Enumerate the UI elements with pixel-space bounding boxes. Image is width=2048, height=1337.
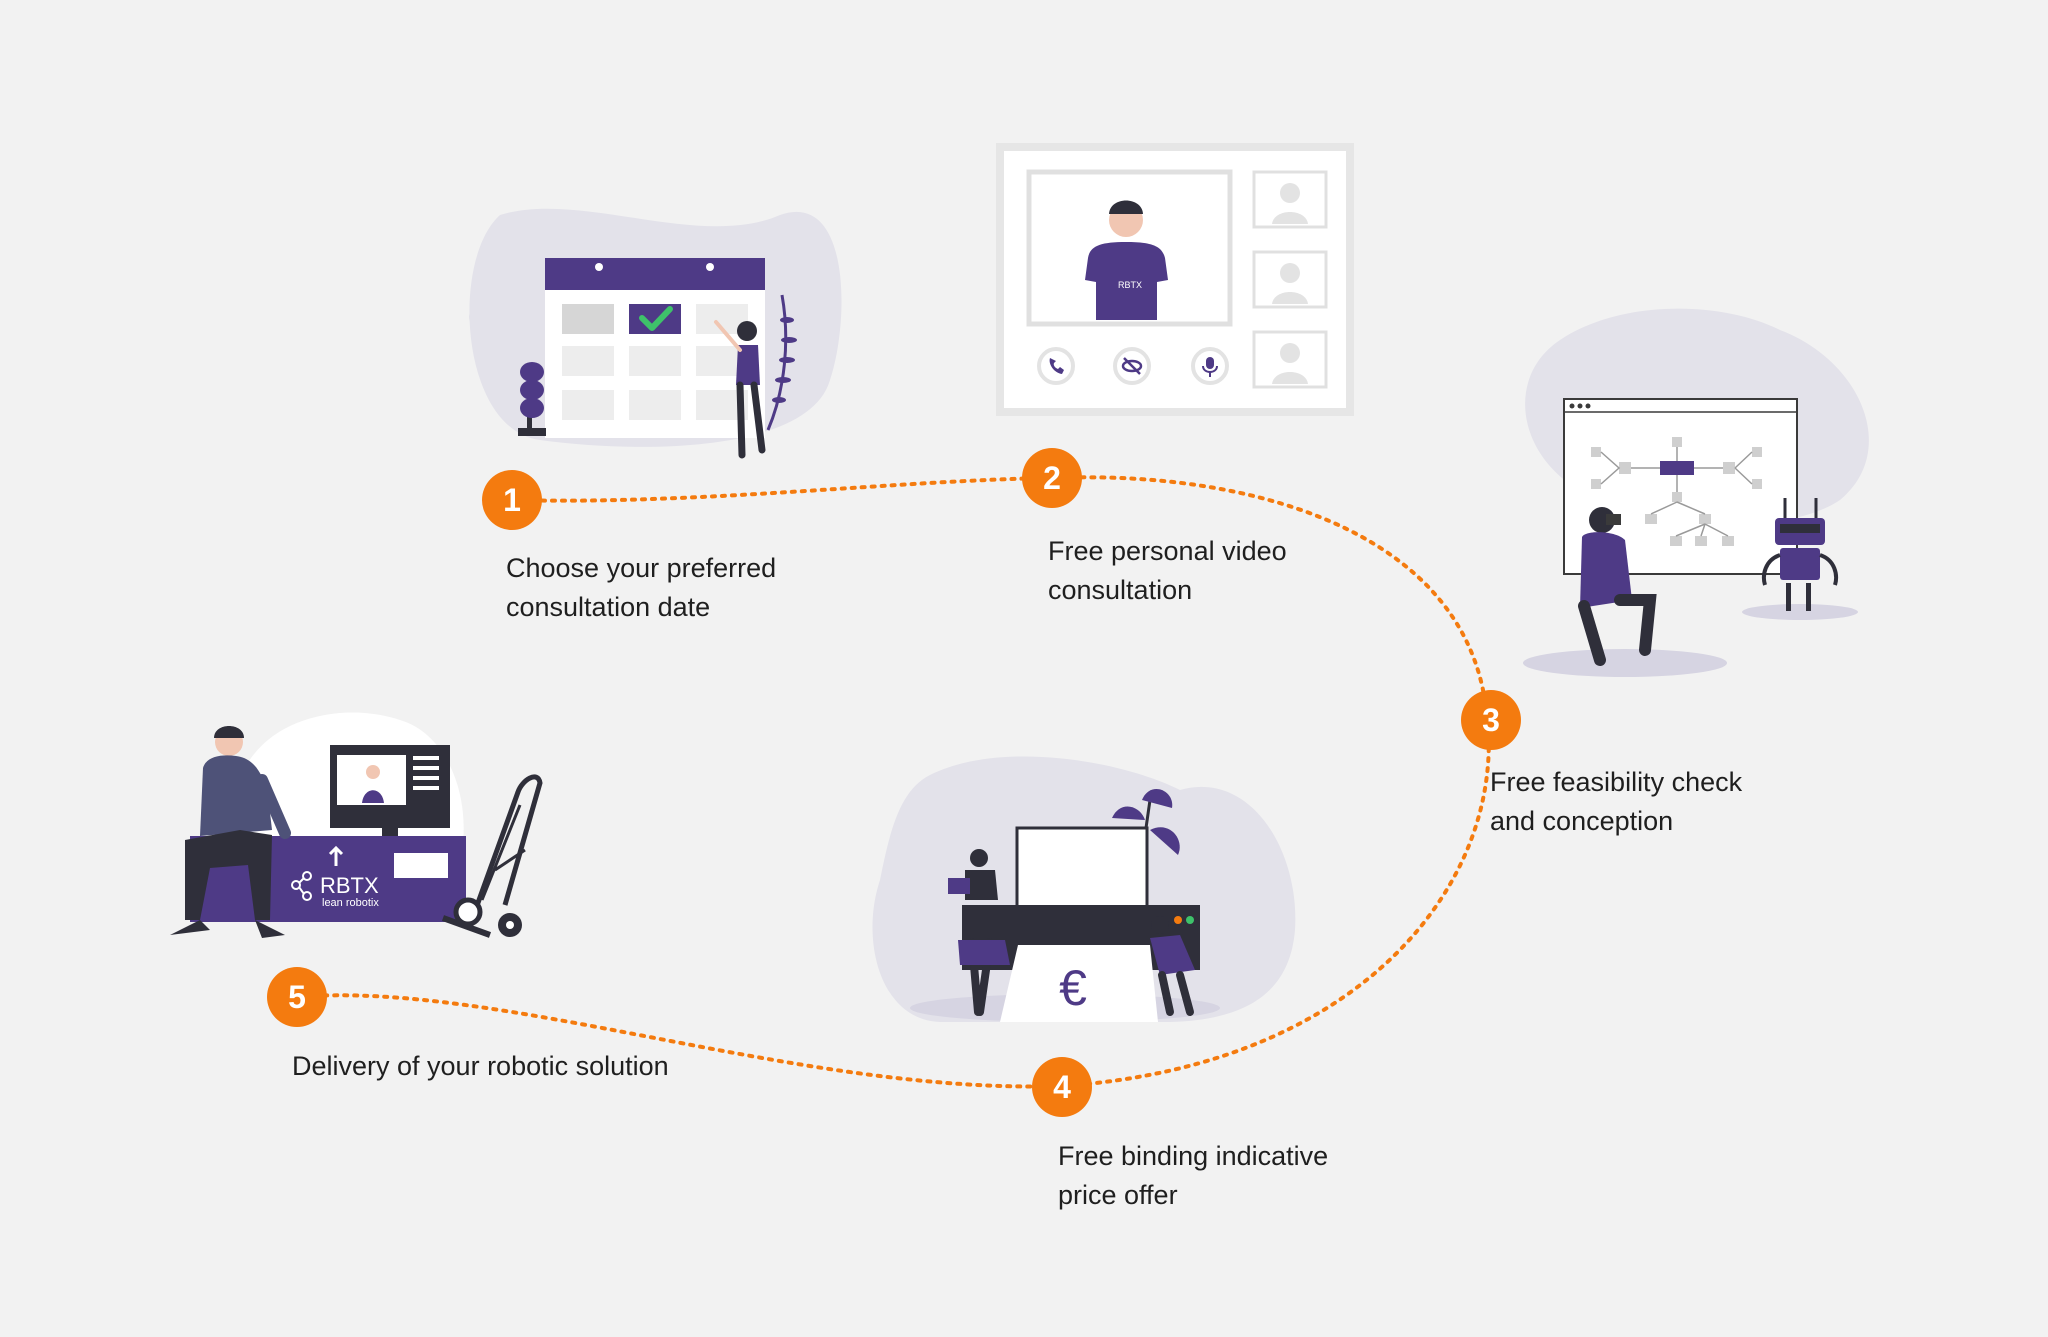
step-badge-3: 3 <box>1461 690 1521 750</box>
microphone-icon <box>1191 347 1229 385</box>
step-number-3: 3 <box>1482 702 1500 738</box>
step-label-2-line-2: consultation <box>1048 575 1193 605</box>
checkmark-icon <box>639 306 673 331</box>
participant-tile-2 <box>1252 250 1328 309</box>
step-label-4-line-2: price offer <box>1058 1180 1178 1210</box>
hand-truck-icon <box>441 774 543 938</box>
participant-tile-1 <box>1252 170 1328 229</box>
shirt-logo-text: RBTX <box>1118 280 1142 290</box>
step-label-4: Free binding indicative price offer <box>1058 1137 1328 1215</box>
step-badge-2: 2 <box>1022 448 1082 508</box>
step-label-3-line-1: Free feasibility check <box>1490 767 1743 797</box>
step-label-5-line-1: Delivery of your robotic solution <box>292 1051 669 1081</box>
sitting-person-figure <box>948 849 1010 1016</box>
plant-icon <box>518 362 546 436</box>
eye-off-icon <box>1113 347 1151 385</box>
calendar-icon <box>545 258 765 438</box>
delivery-illustration: RBTX lean robotix <box>170 712 543 938</box>
step-label-2: Free personal video consultation <box>1048 532 1287 610</box>
kneeling-photographer-figure <box>1578 507 1657 666</box>
seated-man-figure <box>170 726 291 938</box>
fern-icon <box>766 294 797 431</box>
plant-icon <box>1112 788 1180 855</box>
step-badge-5: 5 <box>267 967 327 1027</box>
step-label-1: Choose your preferred consultation date <box>506 549 776 627</box>
woman-pointing-figure <box>714 320 766 459</box>
euro-symbol: € <box>1059 960 1087 1016</box>
monitor-icon <box>330 745 450 836</box>
price-offer-illustration: € <box>872 756 1296 1022</box>
brand-tagline-text: lean robotix <box>322 897 379 909</box>
calendar-illustration <box>469 208 842 459</box>
process-connector-path <box>295 475 1491 1089</box>
step-label-4-line-1: Free binding indicative <box>1058 1141 1329 1171</box>
step-number-4: 4 <box>1053 1069 1071 1105</box>
step-label-2-line-1: Free personal video <box>1048 536 1287 566</box>
step-label-3: Free feasibility check and conception <box>1490 763 1742 841</box>
flowchart-icon <box>1591 437 1762 546</box>
step-number-1: 1 <box>503 482 521 518</box>
step-label-1-line-1: Choose your preferred <box>506 553 777 583</box>
presenter-figure: RBTX <box>1085 200 1168 320</box>
step-number-2: 2 <box>1043 460 1061 496</box>
phone-icon <box>1037 347 1075 385</box>
step-label-5: Delivery of your robotic solution <box>292 1047 669 1086</box>
participant-tile-3 <box>1252 330 1328 389</box>
brand-logo-text: RBTX <box>320 873 379 898</box>
feasibility-illustration <box>1523 308 1869 677</box>
robot-icon <box>1761 498 1839 611</box>
crouching-person-figure <box>1150 916 1195 1016</box>
step-number-5: 5 <box>288 979 306 1015</box>
step-badge-4: 4 <box>1032 1057 1092 1117</box>
step-label-3-line-2: and conception <box>1490 806 1674 836</box>
step-label-1-line-2: consultation date <box>506 592 711 622</box>
video-call-illustration: RBTX <box>996 143 1354 416</box>
rbtx-logo: RBTX lean robotix <box>291 871 379 909</box>
step-badge-1: 1 <box>482 470 542 530</box>
